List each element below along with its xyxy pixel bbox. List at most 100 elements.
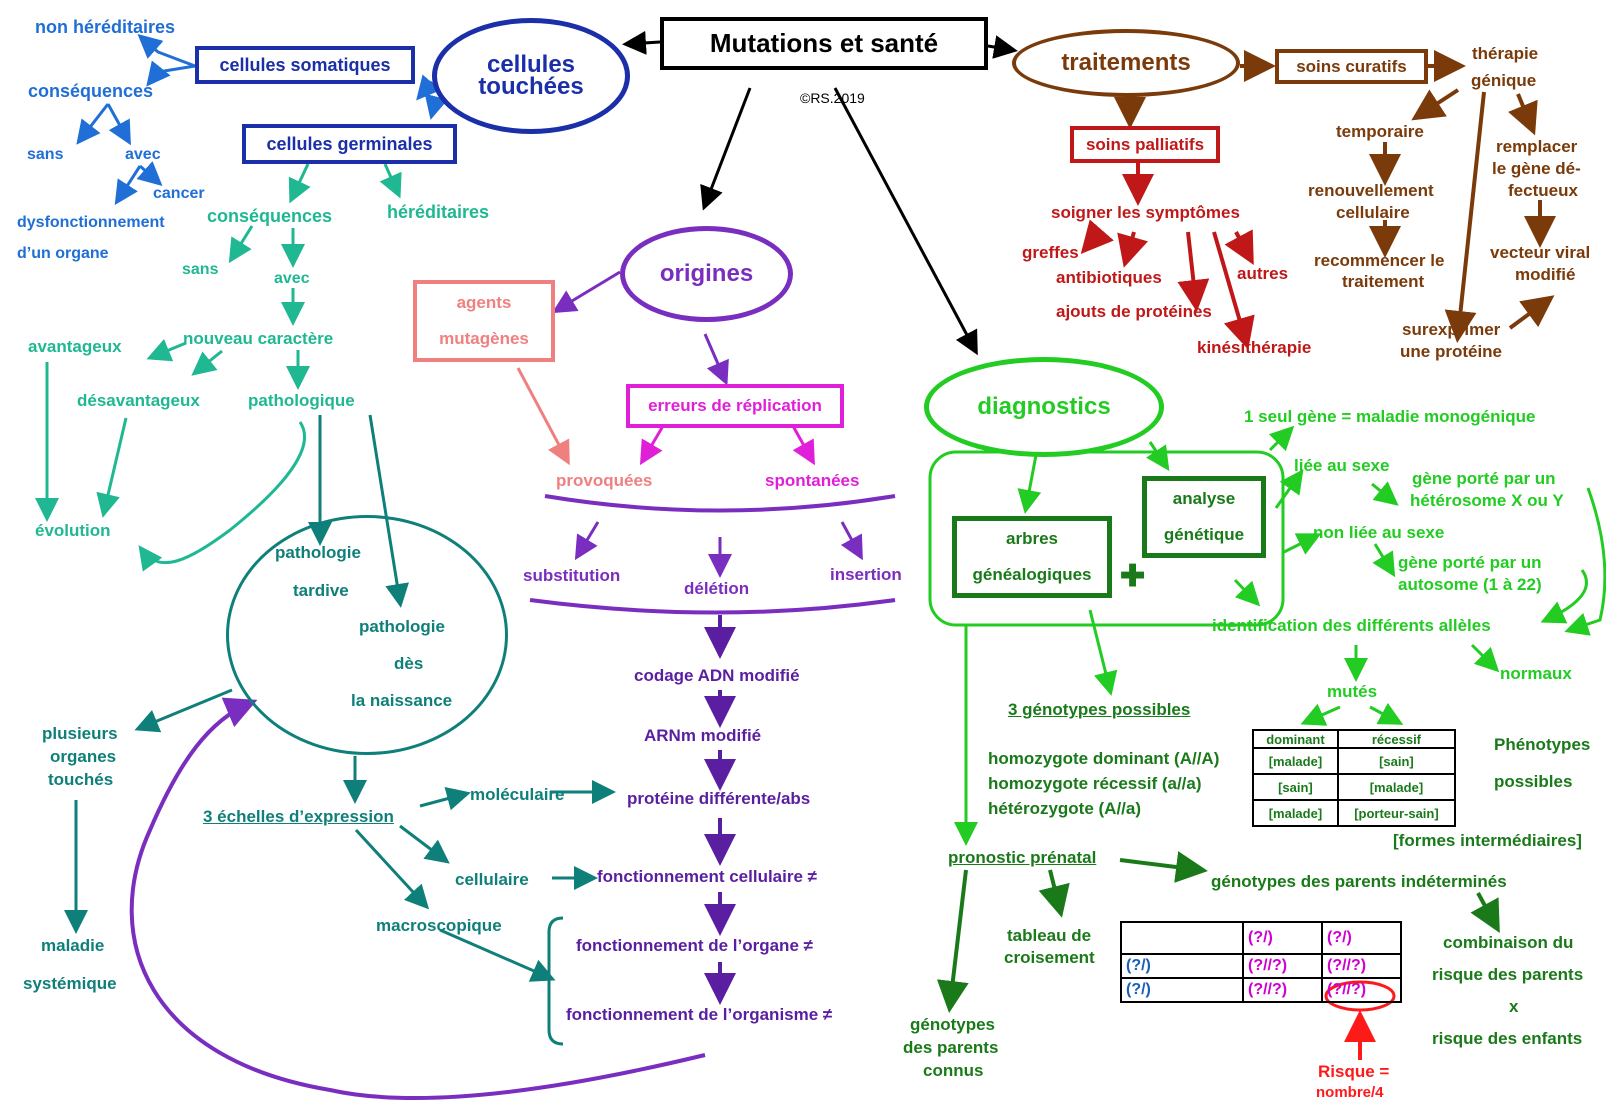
allele-identification-label: identification des différents allèles (1212, 616, 1491, 635)
treatments-hub: traitements (1012, 29, 1240, 97)
origins-hub: origines (620, 226, 793, 322)
table-cell: (?/) (1120, 977, 1244, 1003)
table-row: [sain] [malade] (1252, 773, 1457, 801)
mutated-label: mutés (1327, 682, 1378, 701)
gene-therapy-line1: thérapie (1472, 44, 1539, 63)
table-row: [malade] [sain] (1252, 747, 1457, 775)
parents-known-line2: des parents (903, 1038, 999, 1057)
table-cell: [malade] (1336, 773, 1457, 801)
organism-function-label: fonctionnement de l’organisme ≠ (566, 1005, 833, 1024)
table-cell: (?//?) (1242, 977, 1323, 1003)
viral-vector-line1: vecteur viral (1490, 243, 1591, 262)
late-pathology-line1: pathologie (275, 543, 361, 562)
table-row: (?/) (?//?) (?//?) (1120, 953, 1402, 979)
table-header: dominant (1252, 729, 1339, 749)
table-row: (?/) (?//?) (?//?) (1120, 977, 1402, 1003)
avec-germinal-label: avec (274, 270, 310, 287)
pathological-label: pathologique (248, 391, 355, 410)
table-cell: (?//?) (1321, 953, 1402, 979)
substitution-label: substitution (523, 566, 621, 585)
gene-therapy-line2: génique (1471, 71, 1537, 90)
table-header: récessif (1336, 729, 1457, 749)
parents-undetermined-label: génotypes des parents indéterminés (1211, 872, 1507, 891)
table-header: (?/) (1321, 921, 1402, 955)
mrna-modified-label: ARNm modifié (644, 726, 762, 745)
antibiotics-label: antibiotiques (1056, 268, 1162, 287)
cell-function-label: fonctionnement cellulaire ≠ (597, 867, 817, 886)
sans-somatic-label: sans (27, 146, 64, 163)
mutagens-line1: agents (456, 293, 512, 312)
risk-line2: nombre/4 (1316, 1084, 1384, 1101)
curative-label: soins curatifs (1296, 56, 1407, 76)
table-cell: (?//?) (1321, 977, 1402, 1003)
new-character-label: nouveau caractère (183, 329, 334, 348)
combination-line2: risque des parents (1432, 965, 1584, 984)
replace-gene-line3: fectueux (1508, 181, 1578, 200)
diagnostics-hub-label: diagnostics (977, 393, 1111, 420)
deletion-label: délétion (684, 579, 750, 598)
combination-line3: x (1509, 997, 1519, 1016)
intermediate-forms-label: [formes intermédiaires] (1393, 831, 1582, 850)
diagnostics-hub: diagnostics (924, 357, 1164, 457)
cross-table-line2: croisement (1004, 948, 1095, 967)
table-header: (?/) (1242, 921, 1323, 955)
replication-errors-label: erreurs de réplication (648, 396, 822, 415)
table-cell: [malade] (1252, 799, 1339, 827)
treat-symptoms-label: soigner les symptômes (1051, 203, 1240, 222)
systemic-disease-line1: maladie (41, 936, 105, 955)
hereditary-label: héréditaires (387, 202, 490, 222)
cells-hub: cellules touchées (432, 18, 630, 134)
others-label: autres (1237, 264, 1289, 283)
restart-line2: traitement (1342, 272, 1425, 291)
consequences-somatic-label: conséquences (28, 81, 154, 101)
treatments-hub-label: traitements (1061, 49, 1191, 76)
several-organs-line1: plusieurs (42, 724, 118, 743)
combination-line1: combinaison du (1443, 933, 1574, 952)
table-row: (?/) (?/) (1120, 921, 1402, 955)
somatic-cells-box: cellules somatiques (195, 46, 415, 84)
palliative-box: soins palliatifs (1070, 126, 1220, 163)
replace-gene-line1: remplacer (1496, 137, 1578, 156)
cell-renewal-line1: renouvellement (1308, 181, 1434, 200)
prenatal-prognosis-label: pronostic prénatal (948, 848, 1097, 867)
table-cell: [sain] (1336, 747, 1457, 775)
normal-label: normaux (1500, 664, 1572, 683)
phenotypes-line1: Phénotypes (1494, 735, 1591, 754)
grafts-label: greffes (1022, 243, 1079, 262)
not-sex-linked-label: non liée au sexe (1313, 523, 1445, 542)
table-cell: [porteur-sain] (1336, 799, 1457, 827)
cellular-label: cellulaire (455, 870, 529, 889)
autosome-line2: autosome (1 à 22) (1398, 575, 1542, 594)
induced-label: provoquées (556, 471, 653, 490)
mutagens-box: agents mutagènes (413, 280, 555, 362)
cross-table: (?/) (?/) (?/) (?//?) (?//?) (?/) (?//?)… (1120, 921, 1402, 1003)
sans-germinal-label: sans (182, 261, 219, 278)
cell-renewal-line2: cellulaire (1336, 203, 1410, 222)
heterosome-line2: hétérosome X ou Y (1410, 491, 1564, 510)
macroscopic-label: macroscopique (376, 916, 502, 935)
overexpress-line1: surexprimer (1402, 320, 1501, 339)
genetic-analysis-box: analyse génétique (1142, 476, 1266, 558)
spontaneous-label: spontanées (765, 471, 860, 490)
palliative-label: soins palliatifs (1085, 134, 1205, 154)
origins-hub-label: origines (659, 260, 754, 287)
table-cell: [malade] (1252, 747, 1339, 775)
page-title: Mutations et santé (709, 28, 939, 58)
advantageous-label: avantageux (28, 337, 122, 356)
table-cell (1120, 921, 1244, 955)
phenotype-table: dominant récessif [malade] [sain] [sain]… (1252, 729, 1457, 827)
cancer-label: cancer (153, 185, 205, 202)
parents-known-line1: génotypes (910, 1015, 996, 1034)
late-pathology-line2: tardive (293, 581, 349, 600)
several-organs-line2: organes (50, 747, 117, 766)
mutagens-line2: mutagènes (439, 329, 529, 348)
cross-table-line1: tableau de (1007, 926, 1092, 945)
heterosome-line1: gène porté par un (1412, 469, 1556, 488)
parents-known-line3: connus (923, 1061, 984, 1080)
consequences-germinal-label: conséquences (207, 206, 333, 226)
evolution-label: évolution (35, 521, 111, 540)
table-cell: (?/) (1120, 953, 1244, 979)
three-scales-label: 3 échelles d’expression (203, 807, 394, 826)
pedigree-line2: généalogiques (972, 565, 1092, 584)
